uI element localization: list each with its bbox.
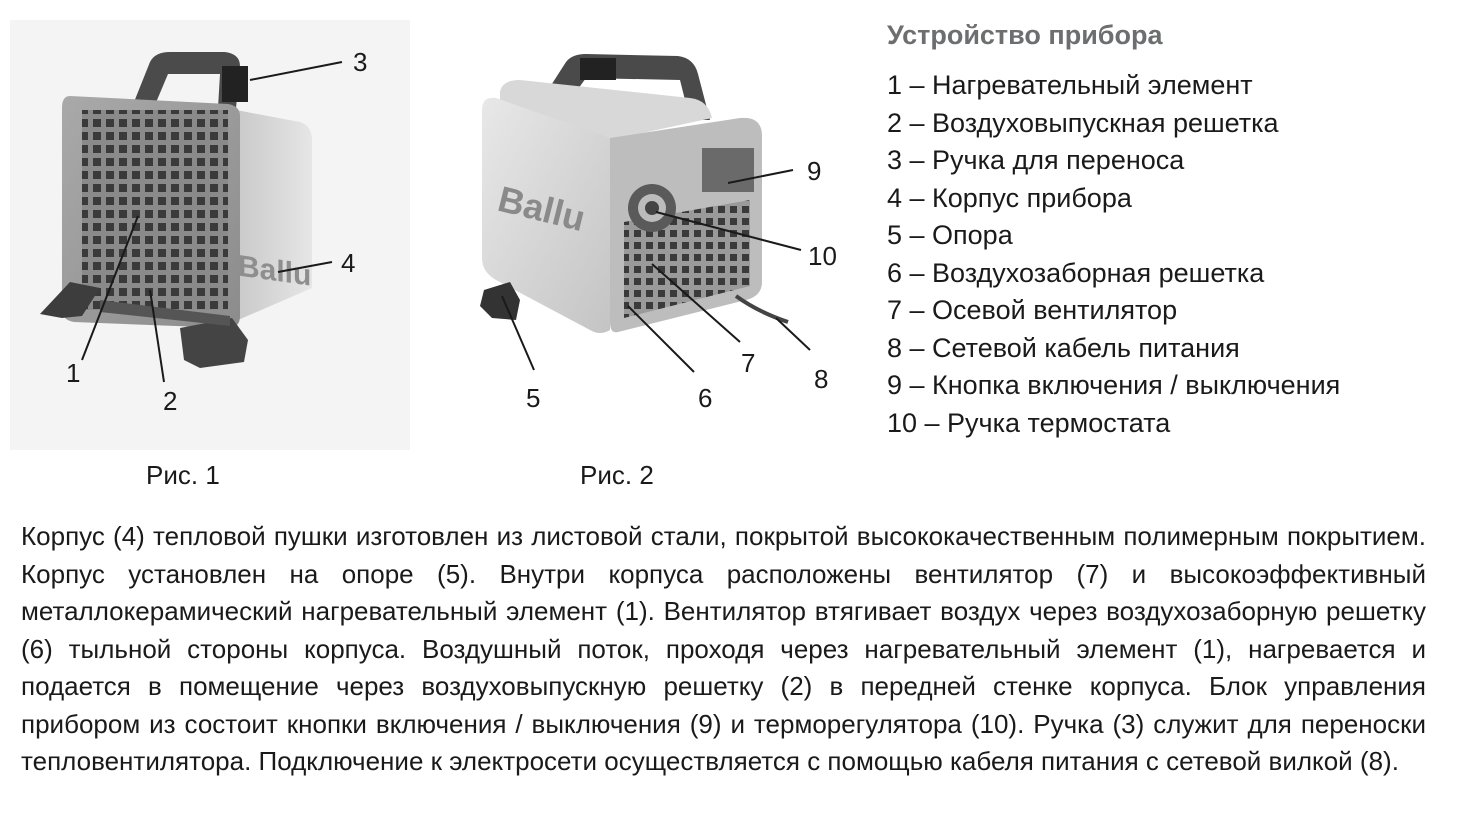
housing-side-panel (236, 110, 312, 320)
callout-1: 1 (66, 358, 80, 388)
callout-8: 8 (814, 364, 828, 394)
callout-5: 5 (526, 383, 540, 413)
callout-10: 10 (808, 241, 837, 271)
outlet-grille-shape (82, 110, 228, 310)
parts-legend: Устройство прибора 1 – Нагревательный эл… (887, 18, 1447, 442)
handle-3-shape (130, 52, 248, 112)
legend-item: 6 – Воздухозаборная решетка (887, 257, 1265, 288)
leader-lines (501, 169, 811, 373)
housing-side-panel (482, 97, 610, 333)
power-cable-shape (734, 294, 789, 324)
legend-item: 2 – Воздуховыпускная решетка (887, 107, 1279, 138)
figure-2-caption: Рис. 2 (580, 460, 654, 490)
description-paragraph: Корпус (4) тепловой пушки изготовлен из … (21, 521, 1426, 776)
callout-9: 9 (807, 156, 821, 186)
stand-shape (480, 282, 520, 320)
legend-item: 1 – Нагревательный элемент (887, 70, 1253, 100)
callout-3: 3 (353, 47, 367, 77)
legend-item: 9 – Кнопка включения / выключения (887, 370, 1341, 400)
legend-item: 4 – Корпус прибора (887, 182, 1132, 213)
figure-1-caption: Рис. 1 (146, 460, 220, 490)
power-switch-shape (702, 148, 754, 192)
figure-1-heater-front-view: Ballu 3 4 1 2 (10, 20, 410, 450)
callout-6: 6 (698, 383, 712, 413)
handle-shape (548, 54, 710, 120)
legend-item: 5 – Опора (887, 220, 1013, 250)
legend-item: 3 – Ручка для переноса (887, 145, 1185, 175)
callout-7: 7 (741, 348, 755, 378)
legend-title: Устройство прибора (887, 20, 1163, 50)
legend-item: 8 – Сетевой кабель питания (887, 332, 1240, 363)
legend-item: 7 – Осевой вентилятор (887, 295, 1178, 325)
callout-2: 2 (163, 386, 177, 416)
housing-top (500, 80, 712, 140)
callout-4: 4 (341, 248, 355, 278)
stand-shape (40, 282, 248, 368)
leader-lines (81, 61, 343, 383)
figure-2-heater-rear-view: Ballu 9 10 7 8 6 5 (480, 54, 837, 413)
legend-item: 10 – Ручка термостата (887, 407, 1171, 438)
legend-list: 1 – Нагревательный элемент 2 – Воздуховы… (887, 67, 1447, 442)
